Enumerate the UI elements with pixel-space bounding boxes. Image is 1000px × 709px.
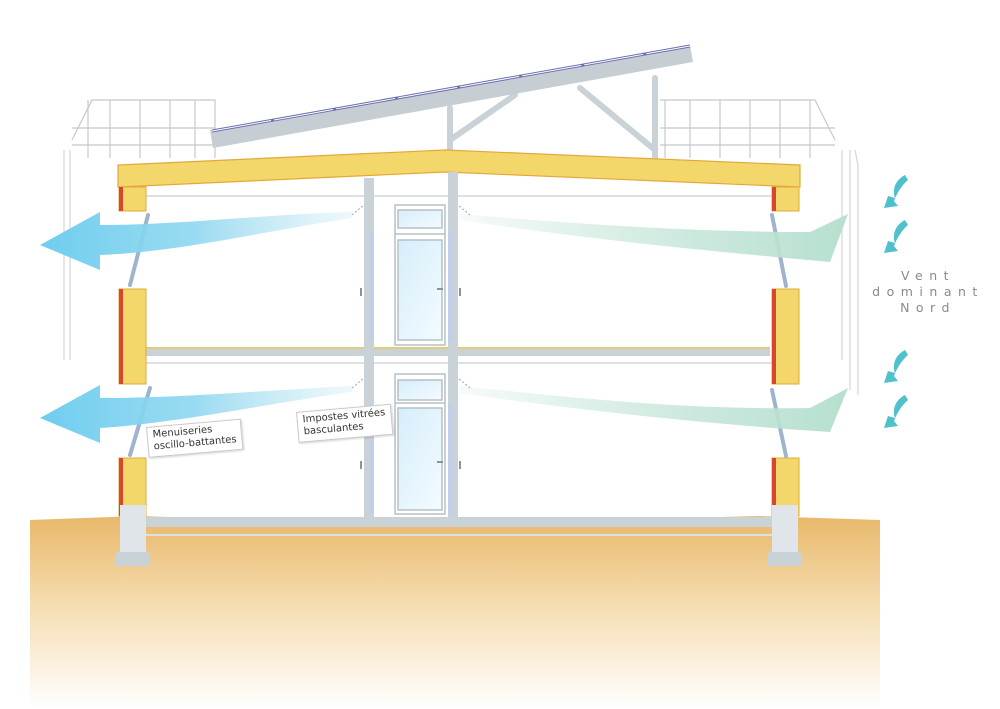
- wind-label-line1: Vent: [900, 268, 956, 283]
- ground: [30, 516, 880, 709]
- right-wall: [768, 186, 802, 566]
- airflow-exit-upper: [40, 212, 352, 270]
- wind-arrow-icon: [884, 175, 908, 428]
- roof-railing-right: [660, 99, 859, 395]
- wind-label: Vent dominant Nord: [858, 268, 998, 316]
- door-upper: [394, 204, 446, 346]
- wind-label-line3: Nord: [900, 300, 956, 315]
- impostes-upper: [351, 204, 471, 389]
- airflow-inlet-upper: [460, 214, 848, 262]
- central-columns: [364, 172, 458, 518]
- left-wall: [116, 186, 150, 566]
- airflow-exit-lower: [40, 385, 352, 443]
- wind-label-line2: dominant: [872, 284, 984, 299]
- door-lower: [394, 373, 446, 515]
- airflow-inlet-lower: [460, 386, 848, 432]
- solar-panel: [210, 45, 693, 148]
- roof-beam: [117, 149, 801, 188]
